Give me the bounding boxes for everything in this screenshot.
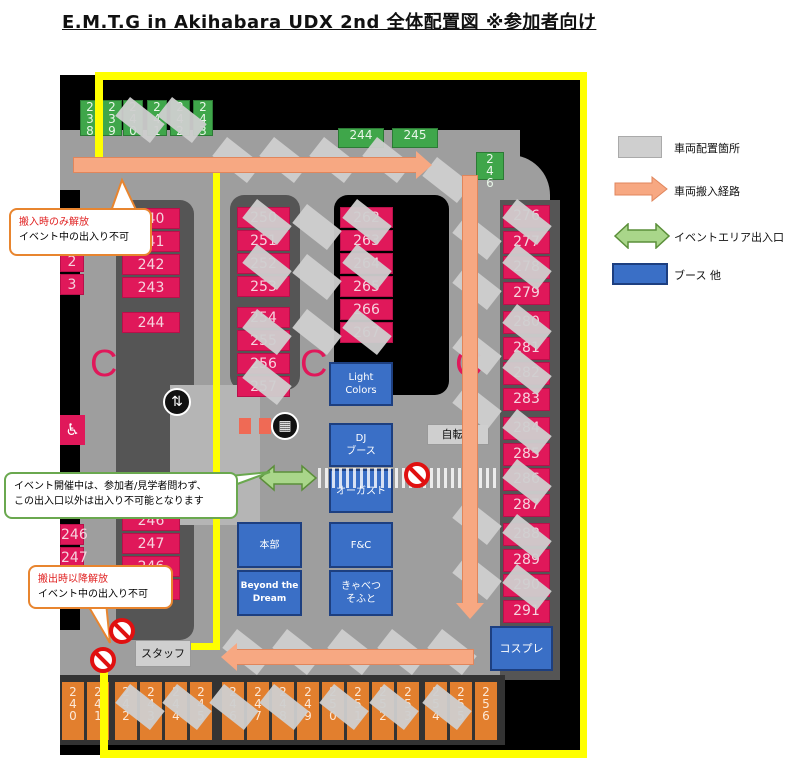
legend-label: ブース 他 — [674, 269, 721, 282]
boundary-line — [100, 750, 587, 758]
booth-beyond-the-dream[interactable]: Beyond the Dream — [237, 570, 302, 616]
boundary-line — [100, 660, 108, 758]
parking-spot: 283 — [503, 387, 550, 411]
callout-loading-open: 搬入時のみ解放 イベント中の出入り不可 — [9, 208, 152, 256]
bicycle-label: 自転車 — [427, 424, 489, 445]
parking-spot: 2 4 6 — [476, 152, 504, 189]
staff-label: スタッフ — [135, 640, 191, 667]
booth-cosplay[interactable]: コスプレ — [490, 626, 553, 671]
parking-spot: 247 — [60, 547, 88, 568]
escalator-icon: ⇅ — [163, 388, 191, 416]
parking-spot: 2 4 0 — [62, 682, 84, 740]
car-position-swatch-icon — [618, 136, 662, 158]
parking-spot: 245 — [392, 128, 438, 148]
fixture — [259, 418, 271, 434]
fixture — [239, 418, 251, 434]
boundary-line — [95, 72, 587, 80]
no-entry-icon — [90, 647, 116, 673]
booth-cabbage-soft[interactable]: きゃべつ そふと — [329, 570, 393, 616]
entrance-double-arrow-icon — [258, 464, 318, 492]
no-entry-icon — [109, 618, 135, 644]
zone-label: C — [90, 343, 118, 385]
boundary-line — [213, 172, 220, 650]
route-arrow-icon — [614, 176, 668, 202]
route-arrow-right — [462, 175, 478, 605]
arrowhead-right-icon — [416, 151, 432, 179]
legend-label: 車両配置箇所 — [674, 142, 740, 155]
route-arrow-top — [73, 157, 418, 173]
legend-label: イベントエリア出入口 — [674, 231, 784, 244]
parking-spot: 279 — [503, 281, 550, 305]
callout-unloading-open: 搬出時以降解放 イベント中の出入り不可 — [28, 565, 173, 609]
callout-text: イベント開催中は、参加者/見学者問わず、 — [14, 481, 207, 492]
map-title: E.M.T.G in Akihabara UDX 2nd 全体配置図 ※参加者向… — [62, 12, 597, 33]
arrowhead-down-icon — [456, 603, 484, 619]
legend-label: 車両搬入経路 — [674, 185, 740, 198]
callout-entrance-notice: イベント開催中は、参加者/見学者問わず、 この出入口以外は出入り不可能となります — [4, 472, 238, 519]
booth-fc[interactable]: F&C — [329, 522, 393, 568]
parking-spot: 244 — [122, 312, 180, 333]
boundary-line — [95, 72, 103, 162]
parking-spot: 2 5 6 — [475, 682, 497, 740]
callout-text: この出入口以外は出入り不可能となります — [14, 496, 204, 507]
callout-text: イベント中の出入り不可 — [38, 589, 148, 600]
callout-text: イベント中の出入り不可 — [19, 232, 129, 243]
callout-title: 搬出時以降解放 — [38, 574, 108, 585]
booth-swatch-icon — [612, 263, 668, 285]
no-entry-icon — [404, 462, 430, 488]
booth-dj[interactable]: DJ ブース — [329, 423, 393, 467]
callout-title: 搬入時のみ解放 — [19, 217, 89, 228]
parking-spot: 3 — [60, 274, 84, 295]
parking-spot: 246 — [60, 524, 88, 545]
parking-spot: 291 — [503, 599, 550, 623]
double-arrow-icon — [614, 223, 670, 249]
parking-spot: 243 — [122, 277, 180, 298]
boundary-line — [190, 643, 220, 650]
booth-honbu[interactable]: 本部 — [237, 522, 302, 568]
boundary-line — [580, 72, 587, 758]
wheelchair-icon: ♿ — [60, 415, 85, 445]
route-arrow-bottom — [236, 649, 474, 665]
parking-spot: 242 — [122, 254, 180, 275]
booth-light-colors[interactable]: Light Colors — [329, 362, 393, 406]
legend: 車両配置箇所 車両搬入経路 イベントエリア出入口 ブース 他 — [610, 130, 795, 295]
elevator-icon: ▦ — [271, 412, 299, 440]
parking-spot: 247 — [122, 533, 180, 554]
arrowhead-left-icon — [221, 643, 237, 671]
